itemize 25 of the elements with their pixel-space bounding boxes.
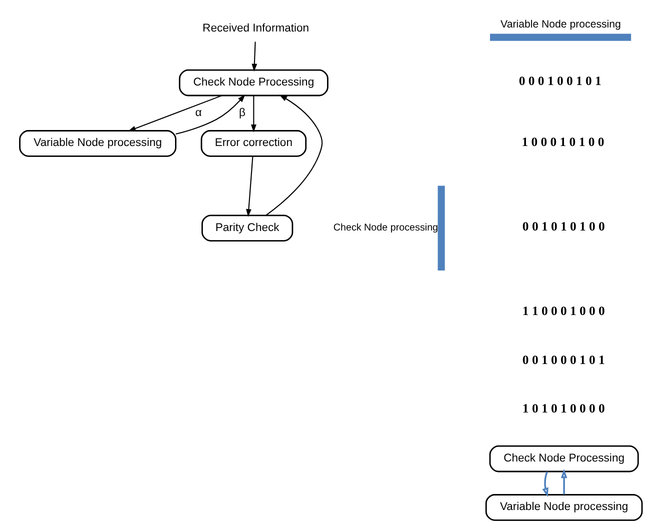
arrow: [542, 471, 548, 498]
label: 1 0 0 0 1 0 1 0 0: [522, 134, 604, 149]
label: 1 0 1 0 1 0 0 0 0: [522, 402, 605, 416]
arrow: [560, 468, 568, 494]
node-box: Check Node Processing: [489, 445, 639, 472]
arrow: [252, 42, 258, 72]
label: 0 0 1 0 0 0 1 0 1: [522, 352, 605, 367]
label: 0 0 0 1 0 0 1 0 1: [518, 74, 602, 88]
arrow: [246, 156, 254, 217]
label: Check Node processing: [333, 222, 438, 234]
node-box: Parity Check: [201, 214, 294, 242]
arrow: [128, 95, 222, 132]
label: 1 1 0 0 0 1 0 0 0: [522, 304, 605, 318]
arrow: [250, 96, 256, 132]
node-text: Received Information: [202, 22, 310, 35]
node-box: Variable Node processing: [485, 494, 643, 521]
node-box: Check Node Processing: [178, 69, 328, 96]
label: Variable Node processing: [500, 18, 621, 30]
arrow: [176, 94, 246, 135]
node-box: Variable Node processing: [19, 130, 176, 157]
arrow: [266, 94, 323, 216]
node-box: Error correction: [200, 130, 307, 157]
edge-label: β: [238, 106, 246, 119]
label: 0 0 1 0 1 0 1 0 0: [522, 220, 605, 234]
edge-label: α: [195, 106, 202, 119]
